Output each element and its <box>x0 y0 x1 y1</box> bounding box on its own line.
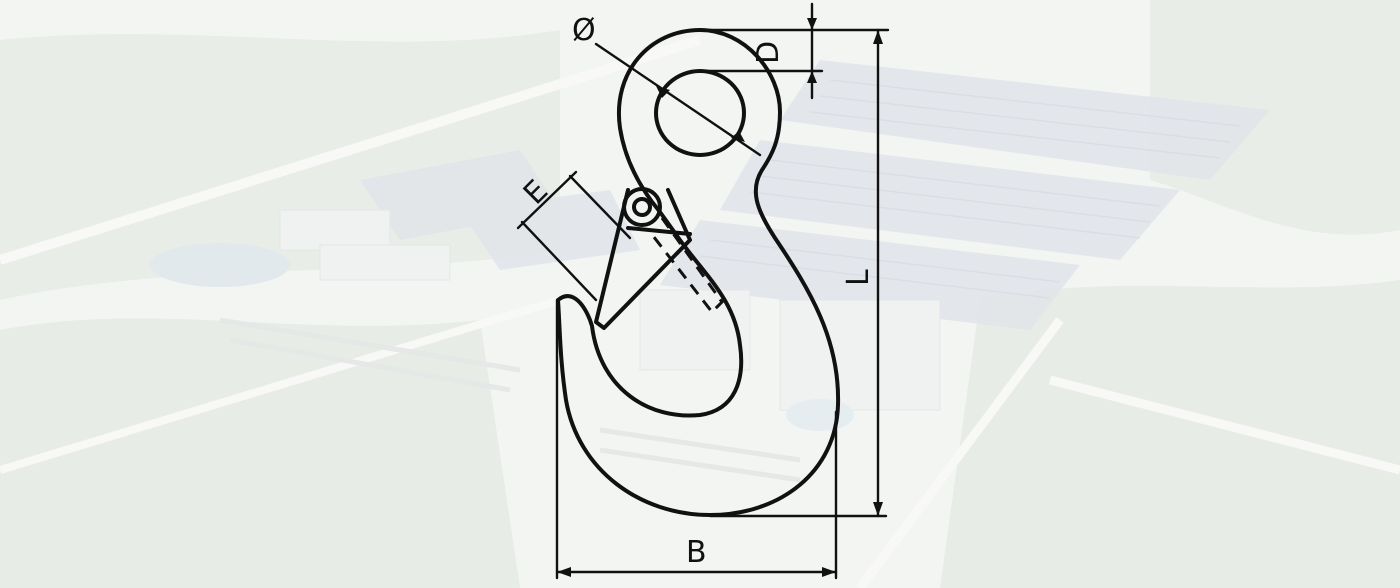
d-arrow-top <box>807 18 817 30</box>
safety-latch <box>594 188 692 330</box>
e-label: E <box>517 173 555 211</box>
d-label: D <box>751 41 786 64</box>
b-arrow-right <box>822 567 836 577</box>
hook-body-outline <box>556 28 841 517</box>
d-arrow-bottom <box>807 71 817 83</box>
e-dimension-line <box>516 170 578 230</box>
latch-pin-inner <box>632 197 652 217</box>
e-extension-upper <box>568 174 632 240</box>
diameter-arrow-upper <box>656 86 670 98</box>
l-arrow-bottom <box>873 502 883 516</box>
b-arrow-left <box>557 567 571 577</box>
l-arrow-top <box>873 30 883 44</box>
diameter-arrow-lower <box>731 131 745 142</box>
diameter-leader-line <box>594 42 762 157</box>
latch-open-dashed <box>648 217 724 315</box>
latch-edge <box>626 226 692 236</box>
l-label: L <box>841 269 876 286</box>
b-label: B <box>686 535 707 570</box>
diameter-label: Ø <box>572 13 596 48</box>
e-extension-lower <box>520 220 598 302</box>
